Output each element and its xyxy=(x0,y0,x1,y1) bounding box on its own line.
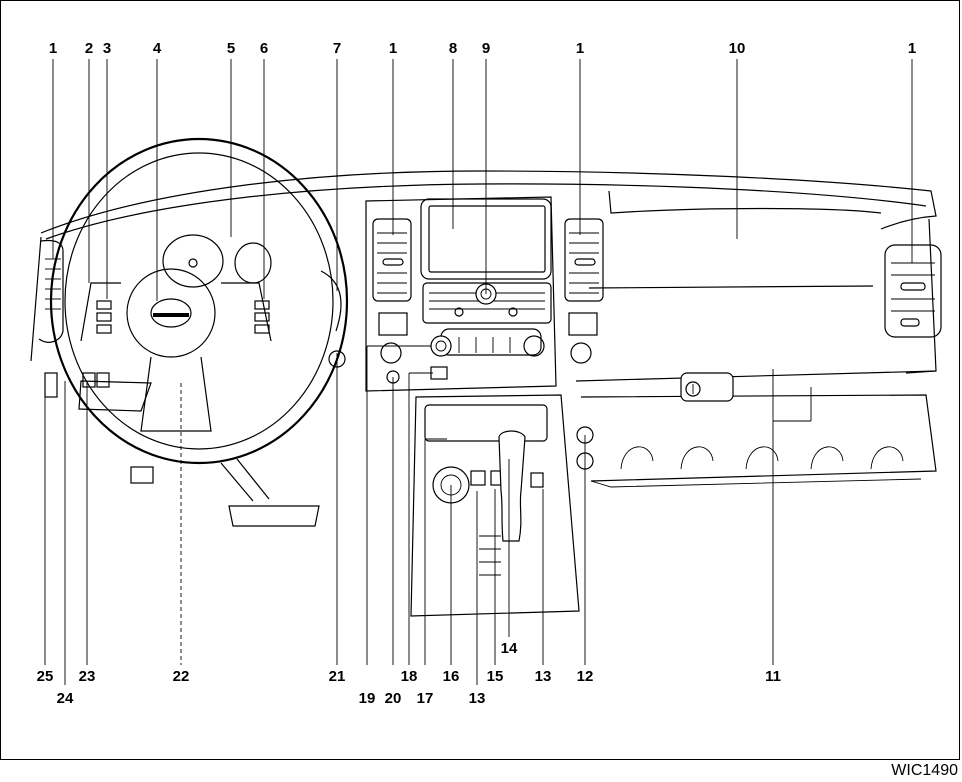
callout-3: 3 xyxy=(103,40,111,57)
callout-4: 4 xyxy=(153,40,162,57)
callout-25: 25 xyxy=(37,668,54,685)
vent-right xyxy=(884,244,942,338)
callout-1-center-right-vent: 1 xyxy=(576,40,584,57)
callout-10: 10 xyxy=(729,40,746,57)
callout-2: 2 xyxy=(85,40,93,57)
callout-leaders xyxy=(44,59,913,685)
callout-1-left-vent: 1 xyxy=(49,40,57,57)
callout-17: 17 xyxy=(417,690,434,707)
callout-24: 24 xyxy=(57,690,74,707)
vent-center-left xyxy=(372,218,412,364)
callout-14: 14 xyxy=(501,640,518,657)
callout-13-left: 13 xyxy=(469,690,486,707)
center-stack xyxy=(365,196,557,392)
callout-21: 21 xyxy=(329,668,346,685)
steering-wheel xyxy=(44,137,349,527)
callout-6: 6 xyxy=(260,40,268,57)
dashboard-diagram: 1 2 3 4 5 6 7 1 8 9 1 10 1 25 23 22 21 1… xyxy=(30,40,942,707)
callout-numbers: 1 2 3 4 5 6 7 1 8 9 1 10 1 25 23 22 21 1… xyxy=(37,40,917,707)
callout-7: 7 xyxy=(333,40,341,57)
callout-19: 19 xyxy=(359,690,376,707)
callout-15: 15 xyxy=(487,668,504,685)
diagram-frame: 1 2 3 4 5 6 7 1 8 9 1 10 1 25 23 22 21 1… xyxy=(0,0,960,760)
callout-13-right: 13 xyxy=(535,668,552,685)
callout-20: 20 xyxy=(385,690,402,707)
callout-23: 23 xyxy=(79,668,96,685)
callout-1-center-left-vent: 1 xyxy=(389,40,397,57)
center-console xyxy=(410,394,594,617)
callout-11: 11 xyxy=(765,668,781,685)
dashboard-outline xyxy=(30,170,937,488)
callout-1-right-vent: 1 xyxy=(908,40,916,57)
callout-8: 8 xyxy=(449,40,457,57)
figure-code: WIC1490 xyxy=(891,762,958,779)
vent-center-right xyxy=(564,218,604,364)
callout-18: 18 xyxy=(401,668,418,685)
callout-12: 12 xyxy=(577,668,594,685)
callout-22: 22 xyxy=(173,668,190,685)
callout-5: 5 xyxy=(227,40,235,57)
callout-9: 9 xyxy=(482,40,490,57)
callout-16: 16 xyxy=(443,668,460,685)
